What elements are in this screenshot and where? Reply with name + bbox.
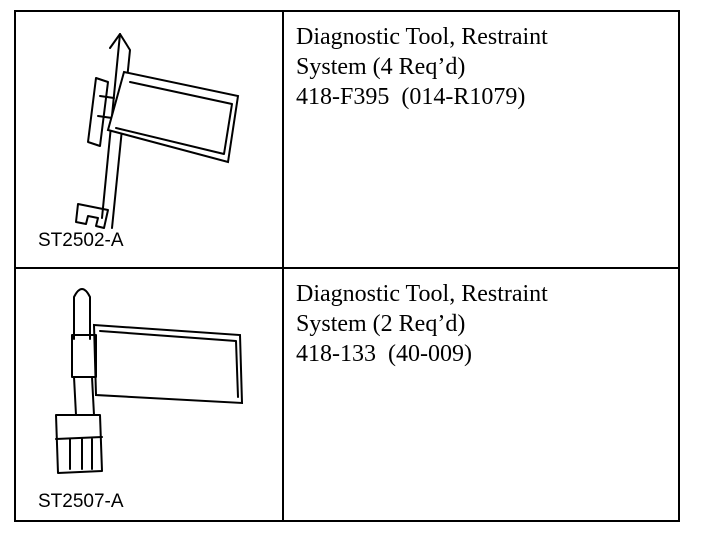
diagnostic-tool-418-133-illustration	[55, 288, 244, 474]
tool-illustration-cell-2: ST2507-A	[16, 269, 282, 520]
tool-description-cell-2: Diagnostic Tool, Restraint System (2 Req…	[284, 269, 678, 520]
tool-part-number-line: 418-133 (40-009)	[296, 341, 472, 367]
tool-part-number-line: 418-F395 (014-R1079)	[296, 84, 526, 110]
tool-description: Diagnostic Tool, Restraint System (4 Req…	[296, 22, 548, 112]
tool-table: ST2502-A Diagnostic Tool, Restraint Syst…	[14, 10, 680, 522]
tool-name-line: Diagnostic Tool, Restraint	[296, 24, 548, 50]
tool-description: Diagnostic Tool, Restraint System (2 Req…	[296, 279, 548, 369]
figure-label: ST2507-A	[38, 491, 124, 512]
figure-label: ST2502-A	[38, 230, 124, 251]
column-divider	[282, 12, 284, 520]
tool-quantity-line: System (4 Req’d)	[296, 54, 466, 80]
row-divider	[16, 267, 678, 269]
tool-name-line: Diagnostic Tool, Restraint	[296, 281, 548, 307]
tool-description-cell-1: Diagnostic Tool, Restraint System (4 Req…	[284, 12, 678, 267]
tool-illustration-cell-1: ST2502-A	[16, 12, 282, 267]
tool-quantity-line: System (2 Req’d)	[296, 311, 466, 337]
diagnostic-tool-418-f395-illustration	[75, 33, 240, 229]
